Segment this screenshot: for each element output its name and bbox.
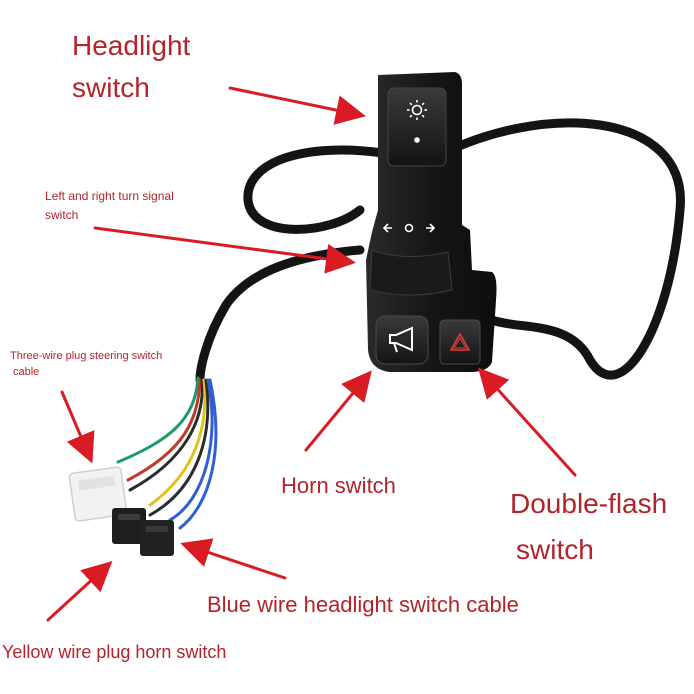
arrow-three-wire bbox=[60, 390, 95, 464]
label-three-wire-2: cable bbox=[13, 366, 40, 378]
switch-housing bbox=[366, 72, 497, 372]
label-double-flash-1: Double-flash bbox=[510, 488, 668, 519]
arrow-turn-signal bbox=[93, 226, 356, 274]
label-turn-2: switch bbox=[45, 208, 79, 222]
label-headlight-2: switch bbox=[72, 72, 150, 103]
arrow-horn bbox=[304, 370, 372, 452]
hazard-triangle-icon bbox=[449, 332, 471, 351]
label-headlight-1: Headlight bbox=[72, 30, 191, 61]
label-horn: Horn switch bbox=[281, 473, 396, 498]
label-double-flash-2: switch bbox=[516, 534, 594, 565]
wire-bundle bbox=[116, 376, 218, 530]
label-three-wire-1: Three-wire plug steering switch bbox=[10, 350, 163, 362]
left-right-arrows-icon bbox=[382, 223, 436, 233]
horn-icon bbox=[389, 326, 413, 353]
sun-headlight-icon bbox=[407, 100, 427, 120]
arrow-yellow-wire bbox=[46, 560, 113, 622]
label-blue-wire: Blue wire headlight switch cable bbox=[207, 592, 519, 617]
label-yellow-wire: Yellow wire plug horn switch bbox=[2, 642, 227, 662]
black-connectors bbox=[112, 508, 174, 556]
arrow-double-flash bbox=[477, 367, 577, 477]
label-turn-1: Left and right turn signal bbox=[45, 189, 174, 203]
headlight-dot-icon bbox=[414, 137, 420, 143]
callout-arrows bbox=[46, 86, 577, 622]
arrow-headlight bbox=[228, 86, 366, 125]
arrow-blue-wire bbox=[180, 538, 287, 580]
white-plug bbox=[68, 466, 128, 522]
